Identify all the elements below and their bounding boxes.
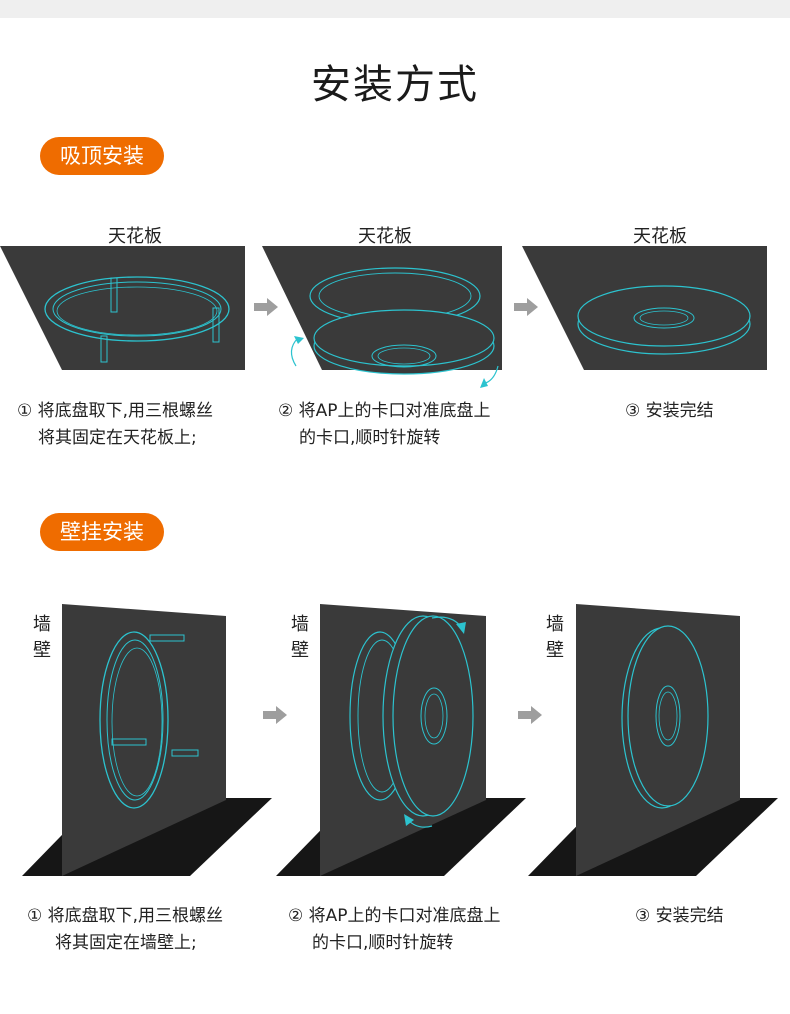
caption-line: ③ 安装完结 [625, 401, 714, 421]
caption-line: ① 将底盘取下,用三根螺丝 [27, 906, 224, 926]
wall-step-2-caption: ② 将AP上的卡口对准底盘上 的卡口,顺时针旋转 [288, 903, 501, 957]
right-arrow-icon [514, 298, 538, 316]
ceiling-step-3-caption: ③ 安装完结 [625, 398, 714, 425]
wall-label-2: 墙壁 [291, 614, 309, 661]
wall-base-mount-illustration [22, 604, 272, 876]
right-arrow-icon [263, 706, 287, 724]
caption-line: 将其固定在墙壁上; [55, 933, 197, 953]
ceiling-label-3: 天花板 [633, 226, 687, 247]
wall-complete-illustration [528, 604, 778, 876]
caption-line: ① 将底盘取下,用三根螺丝 [17, 401, 214, 421]
ceiling-attach-illustration [262, 246, 502, 388]
wall-step-3-caption: ③ 安装完结 [635, 903, 724, 930]
wall-attach-illustration [276, 604, 526, 876]
caption-line: ② 将AP上的卡口对准底盘上 [278, 401, 491, 421]
ceiling-label-2: 天花板 [358, 226, 412, 247]
right-arrow-icon [254, 298, 278, 316]
caption-line: 的卡口,顺时针旋转 [312, 933, 454, 953]
ceiling-base-mount-illustration [0, 246, 245, 370]
caption-line: 的卡口,顺时针旋转 [299, 428, 441, 448]
wall-step-1-caption: ① 将底盘取下,用三根螺丝 将其固定在墙壁上; [27, 903, 223, 957]
right-arrow-icon [518, 706, 542, 724]
wall-label-3: 墙壁 [546, 614, 564, 661]
ceiling-label-1: 天花板 [108, 226, 162, 247]
caption-line: 将其固定在天花板上; [38, 428, 197, 448]
ceiling-complete-illustration [522, 246, 767, 370]
section-badge-ceiling: 吸顶安装 [40, 137, 164, 175]
wall-label-1: 墙壁 [33, 614, 51, 661]
ceiling-step-2-caption: ② 将AP上的卡口对准底盘上 的卡口,顺时针旋转 [278, 398, 491, 452]
caption-line: ③ 安装完结 [635, 906, 724, 926]
page-title: 安装方式 [311, 62, 479, 108]
ceiling-step-1-caption: ① 将底盘取下,用三根螺丝 将其固定在天花板上; [17, 398, 213, 452]
section-badge-wall: 壁挂安装 [40, 513, 164, 551]
top-bar [0, 0, 790, 18]
caption-line: ② 将AP上的卡口对准底盘上 [288, 906, 501, 926]
